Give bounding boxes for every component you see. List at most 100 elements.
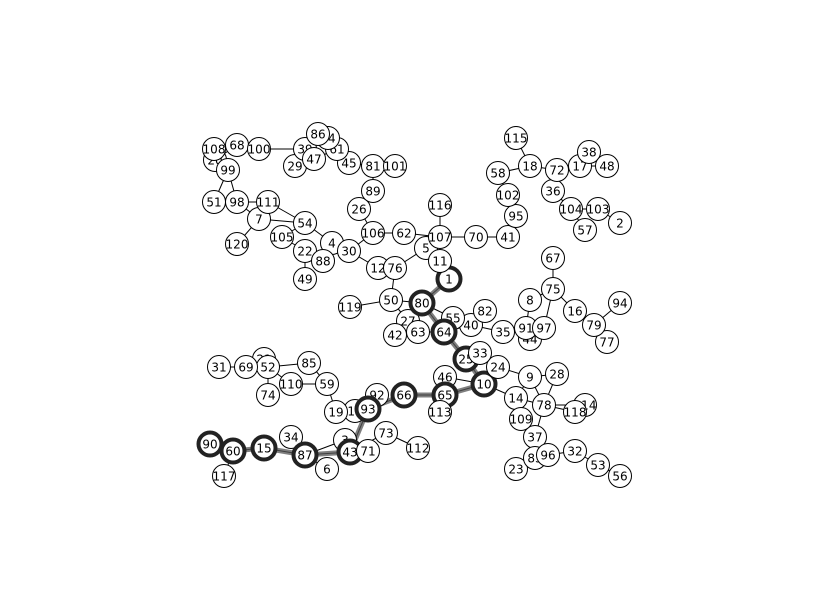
node-label: 79 [586, 319, 601, 333]
node-label: 10 [476, 378, 491, 392]
node-circle [207, 355, 231, 379]
node-36: 36 [541, 179, 565, 203]
node-32: 32 [563, 439, 587, 463]
node-circle [315, 457, 339, 481]
node-70: 70 [464, 225, 488, 249]
node-60: 60 [219, 437, 247, 465]
node-99: 99 [216, 158, 240, 182]
node-label: 15 [256, 442, 271, 456]
node-label: 120 [226, 238, 249, 252]
node-71: 71 [356, 439, 380, 463]
node-78: 78 [532, 393, 556, 417]
node-circle [256, 383, 280, 407]
node-circle [608, 291, 632, 315]
node-67: 67 [541, 246, 565, 270]
node-label: 82 [477, 305, 492, 319]
node-circle [504, 126, 528, 150]
node-102: 102 [496, 183, 520, 207]
node-104: 104 [559, 197, 583, 221]
node-119: 119 [338, 295, 362, 319]
node-label: 26 [351, 203, 366, 217]
node-9: 9 [518, 365, 542, 389]
node-label: 68 [229, 139, 244, 153]
node-circle [306, 122, 330, 146]
node-label: 94 [612, 297, 627, 311]
node-label: 8 [526, 294, 534, 308]
node-label: 96 [540, 449, 555, 463]
node-117: 117 [212, 464, 236, 488]
node-label: 103 [587, 203, 610, 217]
node-circle [595, 154, 619, 178]
node-label: 14 [508, 392, 523, 406]
node-label: 17 [572, 160, 587, 174]
node-label: 58 [490, 167, 505, 181]
node-circle [383, 154, 407, 178]
node-15: 15 [250, 434, 278, 462]
node-106: 106 [361, 221, 385, 245]
node-62: 62 [392, 221, 416, 245]
node-28: 28 [545, 362, 569, 386]
node-circle [541, 277, 565, 301]
node-circle [315, 372, 339, 396]
node-30: 30 [337, 239, 361, 263]
node-label: 70 [468, 231, 483, 245]
node-120: 120 [225, 232, 249, 256]
node-circle [428, 193, 452, 217]
node-label: 1 [445, 273, 453, 287]
node-115: 115 [504, 126, 528, 150]
node-label: 95 [508, 210, 523, 224]
node-42: 42 [383, 323, 407, 347]
node-circle [496, 225, 520, 249]
node-14: 14 [504, 386, 528, 410]
node-52: 52 [256, 355, 280, 379]
node-label: 117 [213, 470, 236, 484]
node-circle [428, 225, 452, 249]
node-circle [468, 341, 492, 365]
node-96: 96 [536, 443, 560, 467]
node-label: 93 [360, 403, 375, 417]
node-circle [293, 267, 317, 291]
node-label: 47 [306, 153, 321, 167]
node-circle [311, 249, 335, 273]
node-circle [430, 318, 458, 346]
node-label: 105 [271, 231, 294, 245]
node-circle [541, 246, 565, 270]
node-label: 91 [518, 322, 533, 336]
node-label: 9 [526, 371, 534, 385]
node-56: 56 [608, 464, 632, 488]
node-label: 88 [315, 255, 330, 269]
node-75: 75 [541, 277, 565, 301]
node-label: 87 [297, 449, 312, 463]
node-label: 57 [577, 224, 592, 238]
node-circle [337, 239, 361, 263]
node-105: 105 [270, 225, 294, 249]
node-circle [504, 204, 528, 228]
node-circle [595, 330, 619, 354]
node-label: 34 [283, 431, 298, 445]
node-circle [563, 439, 587, 463]
node-label: 48 [599, 160, 614, 174]
node-label: 73 [378, 427, 393, 441]
node-label: 102 [497, 189, 520, 203]
node-circle [247, 137, 271, 161]
node-label: 2 [616, 217, 624, 231]
node-63: 63 [406, 320, 430, 344]
node-label: 62 [396, 227, 411, 241]
node-label: 118 [564, 406, 587, 420]
node-22: 22 [293, 239, 317, 263]
node-82: 82 [473, 299, 497, 323]
node-label: 69 [238, 361, 253, 375]
node-label: 63 [410, 326, 425, 340]
node-label: 11 [432, 255, 447, 269]
node-38: 38 [577, 140, 601, 164]
node-circle [356, 439, 380, 463]
node-108: 108 [202, 137, 226, 161]
node-72: 72 [545, 158, 569, 182]
node-54: 54 [293, 211, 317, 235]
node-label: 46 [437, 371, 452, 385]
node-33: 33 [468, 341, 492, 365]
node-73: 73 [374, 421, 398, 445]
node-label: 64 [436, 326, 451, 340]
node-circle [216, 158, 240, 182]
node-circle [608, 211, 632, 235]
